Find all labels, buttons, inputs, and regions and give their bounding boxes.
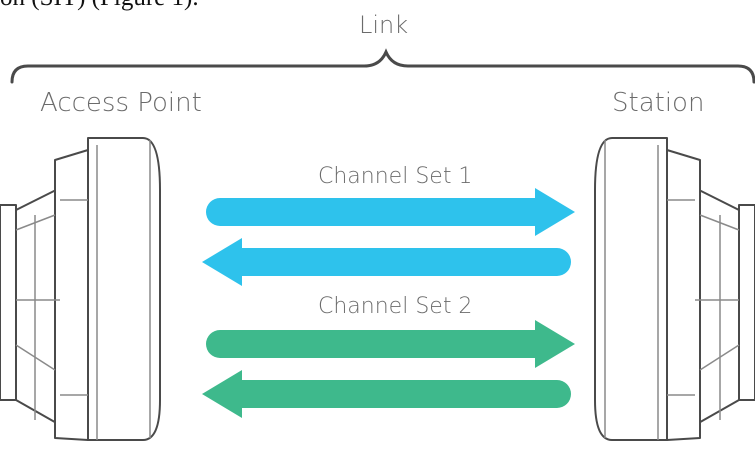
station-device [594,137,755,441]
link-label: Link [359,11,409,39]
access-point-device [0,137,161,441]
channel-set-2-return-arrow [202,370,571,418]
channel-set-1-forward-arrow [206,188,575,236]
station-label: Station [612,88,705,118]
channel-set-2-label: Channel Set 2 [318,294,473,319]
channel-set-1-label: Channel Set 1 [318,164,473,189]
access-point-label: Access Point [40,88,202,118]
link-bracket [10,48,755,84]
caption-fragment: on (SIT) (Figure 1). [0,0,199,12]
channel-set-2-forward-arrow [206,320,575,368]
channel-set-1-return-arrow [202,238,571,286]
